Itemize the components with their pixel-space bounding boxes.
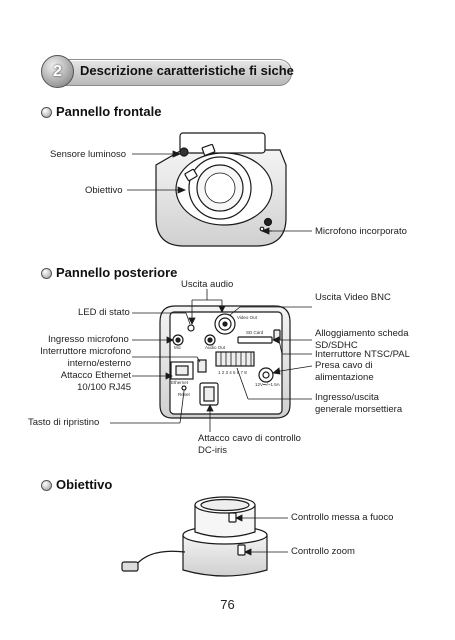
panel-sd-card-text: SD Card [246,330,264,335]
label-sd-slot-line1: Alloggiamento scheda [315,328,409,339]
label-dc-iris: Attacco cavo di controllo DC-iris [198,433,301,456]
section-title-lens: Obiettivo [56,477,113,492]
label-status-led: LED di stato [78,307,130,318]
panel-ethernet-text: Ethernet [171,380,189,385]
label-io-terminal: Ingresso/uscita generale morsettiera [315,392,402,415]
section-title-front: Pannello frontale [56,104,162,119]
bullet-icon [41,268,52,279]
panel-power-text: 12V⎓/~1.5A [255,382,280,387]
label-ethernet-line1: Attacco Ethernet [60,370,131,381]
label-zoom-control: Controllo zoom [291,546,355,557]
label-power-line2: alimentazione [315,371,374,383]
header-bar [50,59,292,86]
label-focus-control: Controllo messa a fuoco [291,512,394,523]
label-light-sensor: Sensore luminoso [50,149,127,160]
panel-mic-text: Mic [174,345,182,350]
page-number: 76 [220,597,235,612]
label-microphone: Microfono incorporato [315,226,407,237]
label-mic-switch-line1: Interruttore microfono [40,346,131,357]
label-dc-iris-line2: DC-iris [198,444,228,456]
label-io-line2: generale morsettiera [315,403,403,415]
label-lens: Obiettivo [85,185,123,196]
panel-terminal-numbers-text: 1 2 3 4 5 6 7 8 [218,370,247,375]
label-mic-in: Ingresso microfono [48,334,129,345]
label-mic-switch-line2: interno/esterno [67,357,131,369]
label-dc-iris-line1: Attacco cavo di controllo [198,433,301,444]
label-sd-slot-line2: SD/SDHC [315,339,358,351]
label-ethernet-line2: 10/100 RJ45 [77,381,131,393]
panel-audio-out-text: Audio Out [205,345,226,350]
label-bnc-out: Uscita Video BNC [315,292,391,303]
lens-callout-lines [235,514,288,556]
label-sd-slot: Alloggiamento scheda SD/SDHC [315,328,408,351]
rear-camera-drawing [159,305,291,419]
front-camera-drawing [155,132,287,247]
rear-callout-lines [110,289,313,432]
panel-reset-text: Reset [178,392,191,397]
label-io-line1: Ingresso/uscita [315,392,379,403]
rear-panel-text: Video Out SD Card Mic Audio Out 1 2 3 4 … [171,315,280,397]
section-number-badge: 2 [41,55,74,88]
bullet-icon [41,107,52,118]
section-title-rear: Pannello posteriore [56,265,178,280]
label-reset: Tasto di ripristino [28,417,100,428]
label-ntsc-pal: Interruttore NTSC/PAL [315,349,410,360]
label-mic-switch: Interruttore microfono interno/esterno [27,346,131,369]
label-audio-out: Uscita audio [181,279,234,290]
page-title: Descrizione caratteristiche fi siche [80,63,294,78]
panel-video-out-text: Video Out [237,315,258,320]
label-power-line1: Presa cavo di [315,360,373,371]
lens-drawing [121,496,268,577]
label-power: Presa cavo di alimentazione [315,360,374,383]
bullet-icon [41,480,52,491]
front-callout-lines [127,150,312,235]
label-ethernet: Attacco Ethernet 10/100 RJ45 [27,370,131,393]
